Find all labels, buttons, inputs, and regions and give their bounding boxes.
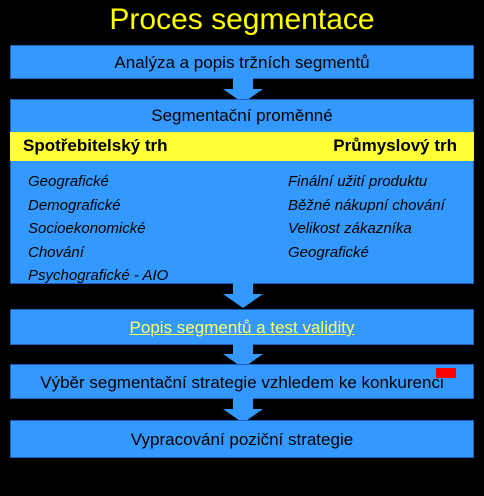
list-item: Geografické: [288, 243, 369, 261]
consumer-variable-list: Geografické Demografické Socioekonomické…: [28, 170, 168, 288]
step-validity-link[interactable]: Popis segmentů a test validity: [129, 318, 355, 337]
step-strategy-box: Výběr segmentační strategie vzhledem ke …: [10, 364, 474, 399]
list-item: Chování: [28, 243, 84, 261]
red-marker-icon: [436, 368, 456, 378]
step-positioning-label: Vypracování poziční strategie: [130, 430, 354, 449]
list-item: Psychografické - AIO: [28, 267, 169, 284]
step-validity-box[interactable]: Popis segmentů a test validity: [10, 309, 474, 345]
step-strategy-label: Výběr segmentační strategie vzhledem ke …: [40, 373, 444, 392]
consumer-market-heading: Spotřebitelský trh: [23, 136, 168, 155]
industrial-variable-list: Finální užití produktu Běžné nákupní cho…: [288, 170, 445, 264]
list-item: Velikost zákazníka: [288, 220, 412, 237]
list-item: Socioekonomické: [28, 220, 146, 237]
list-item: Demografické: [28, 196, 121, 214]
list-item: Běžné nákupní chování: [288, 196, 445, 214]
industrial-market-heading: Průmyslový trh: [333, 136, 457, 155]
list-item: Geografické: [28, 173, 109, 190]
market-type-header-bar: Spotřebitelský trh Průmyslový trh: [10, 132, 474, 161]
diagram-title: Proces segmentace: [109, 3, 375, 36]
segmentation-variables-box: Segmentační proměnné Spotřebitelský trh …: [10, 99, 474, 284]
arrow-down-2: [223, 282, 263, 308]
list-item: Finální užití produktu: [288, 173, 428, 190]
step-analysis-box: Analýza a popis tržních segmentů: [10, 45, 474, 79]
step-analysis-label: Analýza a popis tržních segmentů: [114, 53, 370, 72]
segmentation-variables-title: Segmentační proměnné: [151, 106, 333, 125]
step-positioning-box: Vypracování poziční strategie: [10, 420, 474, 458]
arrow-down-4: [223, 397, 263, 423]
